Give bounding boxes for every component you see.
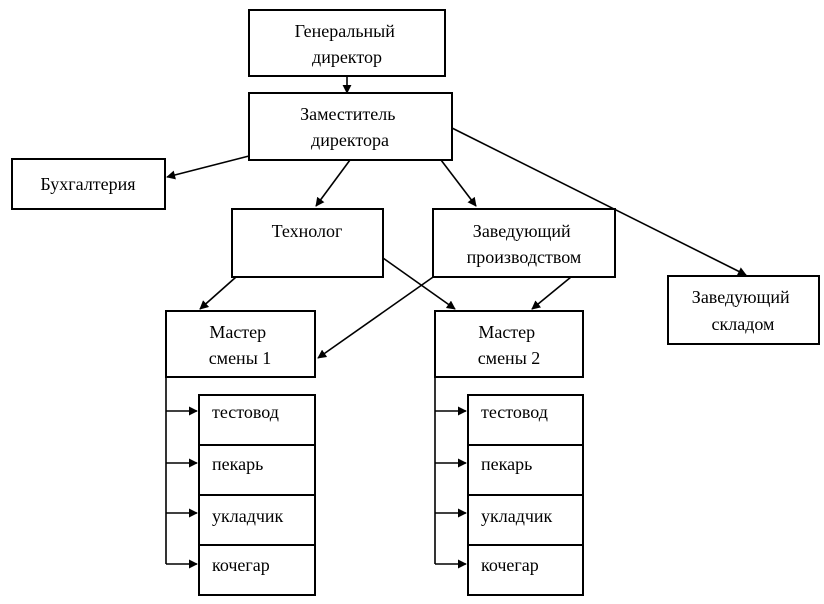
shift1-worker-label: пекарь (212, 454, 263, 474)
shift2-worker-label: пекарь (481, 454, 532, 474)
shift1-worker-box (198, 394, 316, 446)
node-deputy-director: Заместитель директора (248, 92, 453, 161)
node-deputy-director-label: Заместитель директора (300, 104, 400, 150)
shift2-workers: тестовод пекарь укладчик кочегар (467, 394, 584, 596)
edge-technologist-to-master1 (199, 276, 237, 310)
node-accounting-label: Бухгалтерия (40, 174, 135, 194)
shift1-worker-box (198, 494, 316, 546)
edge-deputy-to-production (440, 159, 477, 207)
edge-production-to-master1 (317, 274, 437, 359)
edge-deputy-to-warehouse (451, 127, 747, 276)
shift2-worker-box (467, 494, 584, 546)
node-shift-master-2-label: Мастер смены 2 (478, 322, 541, 368)
shift1-worker-box (198, 444, 316, 496)
shift1-worker-box (198, 544, 316, 596)
node-warehouse-head-label: Заведующий складом (692, 287, 794, 334)
shift1-worker-label: тестовод (212, 402, 279, 422)
shift1-worker-label: кочегар (212, 555, 270, 575)
shift2-worker-box (467, 444, 584, 496)
node-shift-master-1-label: Мастер смены 1 (209, 322, 272, 368)
node-production-head: Заведующий производством (432, 208, 616, 278)
node-technologist: Технолог (231, 208, 384, 278)
edge-deputy-to-accounting (166, 155, 250, 180)
node-warehouse-head: Заведующий складом (667, 275, 820, 345)
shift2-worker-label: укладчик (481, 506, 553, 526)
node-shift-master-2: Мастер смены 2 (434, 310, 584, 378)
node-general-director: Генеральный директор (248, 9, 446, 77)
edge-production-to-master2 (531, 276, 572, 310)
node-shift-master-1: Мастер смены 1 (165, 310, 316, 378)
shift2-worker-box (467, 544, 584, 596)
node-accounting: Бухгалтерия (11, 158, 166, 210)
node-production-head-label: Заведующий производством (467, 221, 582, 267)
shift1-worker-label: укладчик (212, 506, 284, 526)
shift2-worker-label: кочегар (481, 555, 539, 575)
edge-technologist-to-master2 (382, 257, 456, 310)
shift2-worker-label: тестовод (481, 402, 548, 422)
edges (165, 76, 747, 569)
node-technologist-label: Технолог (272, 221, 343, 241)
edge-deputy-to-technologist (315, 159, 351, 207)
shift2-worker-box (467, 394, 584, 446)
shift1-workers: тестовод пекарь укладчик кочегар (198, 394, 316, 596)
node-general-director-label: Генеральный директор (295, 21, 400, 67)
